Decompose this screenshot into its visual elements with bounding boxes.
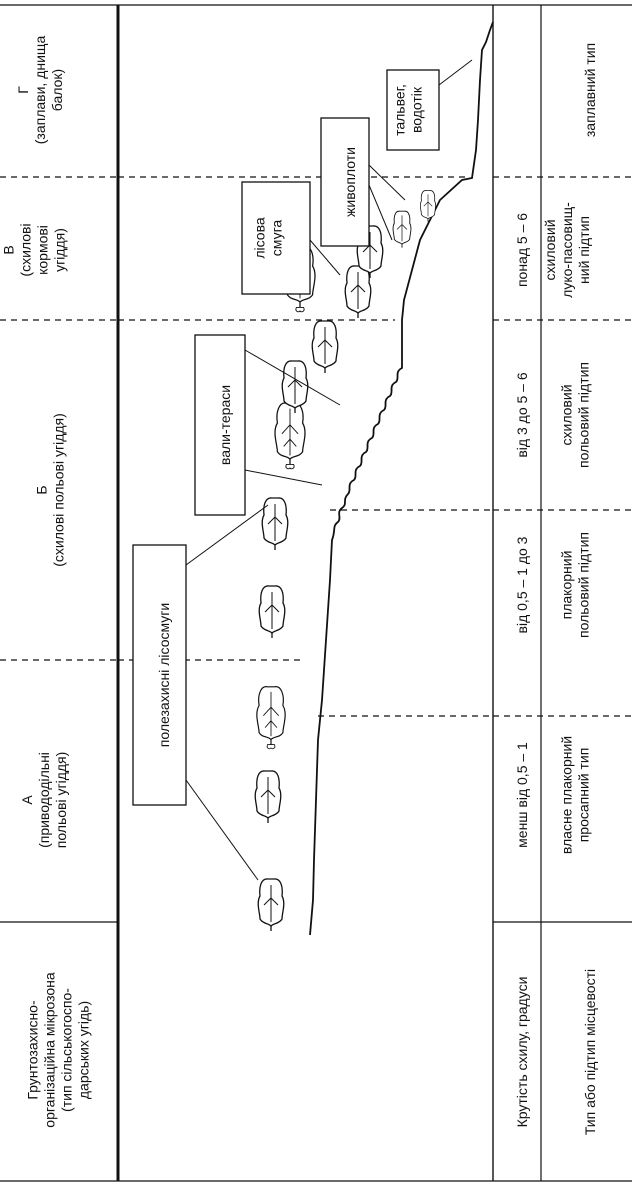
type-value-4: заплавний тип bbox=[582, 43, 598, 137]
slope-value-3: понад 5 – 6 bbox=[514, 213, 530, 287]
callout-forest-strip-text: лісовасмуга bbox=[252, 217, 285, 259]
zone-g-text: Г(заплави, днищабалок) bbox=[15, 36, 65, 145]
zone-boundaries bbox=[0, 176, 632, 717]
callout-thalweg-text: тальвег,водотік bbox=[392, 84, 425, 136]
callout-shelterbelts-text: полезахисні лісосмуги bbox=[156, 603, 172, 747]
type-value-1: плакорнийпольовий підтип bbox=[559, 532, 592, 638]
callout-shelterbelts: полезахисні лісосмуги bbox=[132, 504, 269, 881]
zone-a-text: А(привододільніпольові угіддя) bbox=[19, 752, 69, 849]
type-value-3: схиловийлуко-пасовищ-ний підтип bbox=[542, 202, 592, 298]
type-value-2: схиловийпольовий підтип bbox=[559, 362, 592, 468]
type-value-0: власне плакорнийпросапний тип bbox=[559, 736, 592, 854]
slope-value-2: від 3 до 5 – 6 bbox=[514, 372, 530, 457]
zone-header-a: А(привододільніпольові угіддя) bbox=[19, 752, 69, 849]
terrain-profile bbox=[309, 21, 494, 936]
callout-forest-strip: лісовасмуга bbox=[241, 181, 341, 295]
type-row: Тип або підтип місцевості власне плакорн… bbox=[542, 43, 598, 1135]
shelterbelt-trees bbox=[254, 190, 437, 932]
zone-v-text: В(схиловікормовіугіддя) bbox=[1, 223, 68, 276]
zone-b-text: Б(схилові польові угіддя) bbox=[34, 413, 67, 567]
slope-value-0: менш від 0,5 – 1 bbox=[514, 742, 530, 848]
callout-terraces-text: вали-тераси bbox=[217, 385, 233, 465]
slope-row: Крутість схилу, градуси менш від 0,5 – 1… bbox=[514, 213, 530, 1128]
zone-header-b: Б(схилові польові угіддя) bbox=[34, 413, 67, 567]
callout-thalweg: тальвег,водотік bbox=[386, 59, 473, 151]
slope-label-text: Крутість схилу, градуси bbox=[514, 977, 530, 1128]
slope-value-1: від 0,5 – 1 до 3 bbox=[514, 536, 530, 633]
callout-hedges: живоплоти bbox=[320, 117, 406, 247]
callout-terraces: вали-тераси bbox=[194, 334, 341, 516]
header-label-cell: Грунтозахисно-організаційна мікрозона(ти… bbox=[25, 972, 92, 1128]
header-label-text: Грунтозахисно-організаційна мікрозона(ти… bbox=[25, 972, 92, 1128]
zone-header-v: В(схиловікормовіугіддя) bbox=[1, 223, 68, 276]
type-label-text: Тип або підтип місцевості bbox=[582, 969, 598, 1135]
table-grid bbox=[0, 4, 632, 1182]
callout-hedges-text: живоплоти bbox=[342, 147, 358, 217]
zone-header-g: Г(заплави, днищабалок) bbox=[15, 36, 65, 145]
